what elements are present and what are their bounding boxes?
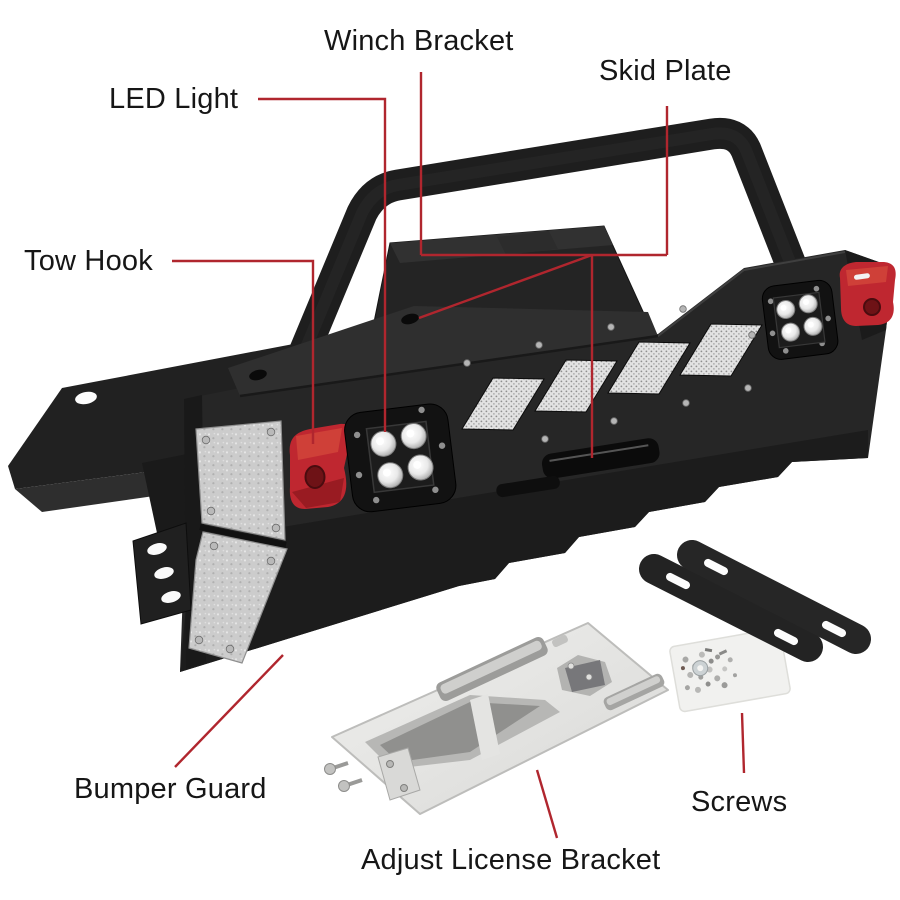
label-adjust-license-bracket: Adjust License Bracket (361, 844, 661, 876)
leader-winch-skid-bus (419, 72, 669, 257)
screws-bag (669, 627, 791, 713)
label-winch-bracket: Winch Bracket (324, 25, 514, 57)
leader-skid-plate (418, 253, 593, 320)
label-led-light: LED Light (109, 83, 239, 115)
leader-tow-hook (172, 259, 315, 444)
label-bumper-guard: Bumper Guard (74, 773, 267, 805)
leader-screws (740, 712, 746, 774)
label-tow-hook: Tow Hook (24, 245, 153, 277)
leader-lines (172, 72, 746, 839)
label-skid-plate: Skid Plate (599, 55, 732, 87)
metal-plates (188, 420, 288, 664)
winch-housing (371, 225, 647, 333)
mounting-straps (639, 540, 871, 662)
leader-bumper-guard (174, 654, 284, 768)
winch-slot (496, 438, 660, 498)
led-pod-right (761, 279, 839, 360)
top-flange (228, 306, 659, 398)
tow-hook-left (289, 423, 351, 509)
leader-led-light (258, 97, 387, 432)
mesh-cutouts (461, 323, 763, 431)
tow-hook-right (839, 262, 896, 326)
license-bracket (324, 622, 669, 815)
side-mount-bracket (132, 522, 192, 625)
label-screws: Screws (691, 786, 788, 818)
bracket-bolts (324, 747, 421, 801)
led-pod-left (344, 403, 457, 513)
leader-license-bracket (535, 769, 559, 839)
bull-bar-tube (285, 117, 821, 368)
